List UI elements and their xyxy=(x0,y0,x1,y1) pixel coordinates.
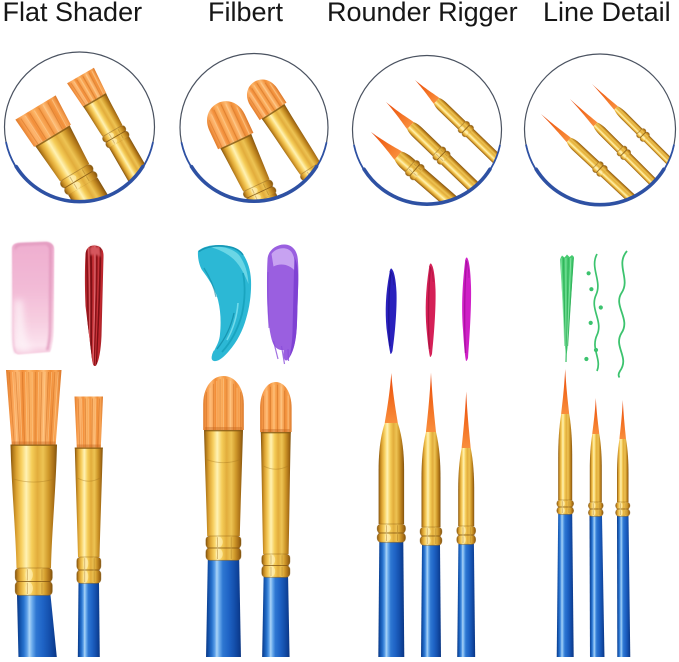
svg-text:Rounder Rigger: Rounder Rigger xyxy=(327,0,518,27)
svg-text:Filbert: Filbert xyxy=(208,0,284,27)
svg-text:Line Detail: Line Detail xyxy=(543,0,671,27)
svg-text:Flat Shader: Flat Shader xyxy=(3,0,143,27)
